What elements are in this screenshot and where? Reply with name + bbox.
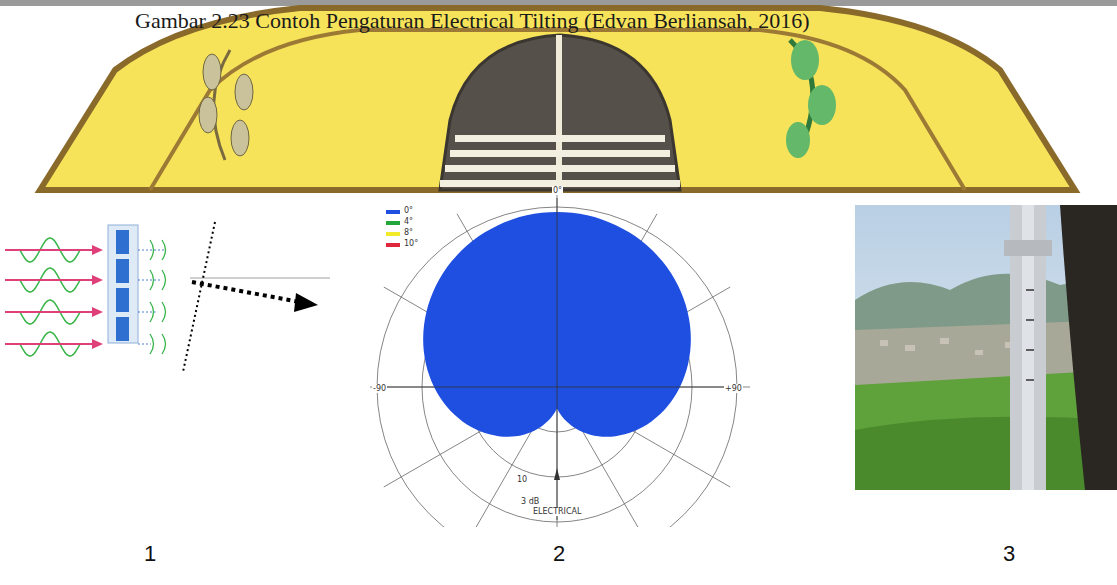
legend-swatch: [386, 232, 400, 236]
scale-label: 3 dB: [520, 497, 540, 506]
legend-swatch: [386, 210, 400, 214]
axis-line: [375, 387, 740, 388]
angle-label: 0°: [552, 186, 563, 195]
antenna-array-figure: [5, 222, 330, 372]
callout-number: 2: [553, 541, 565, 567]
mast-photo: [855, 205, 1117, 490]
callout-number: 1: [144, 541, 156, 567]
legend-swatch: [386, 221, 400, 225]
callout-number: 3: [1003, 541, 1015, 567]
angle-label: +90: [724, 384, 743, 393]
arrow-mark: [554, 468, 560, 480]
polar-grid: [370, 192, 750, 527]
angle-label: -90: [372, 384, 387, 393]
figure-caption: Gambar 2.23 Contoh Pengaturan Electrical…: [135, 8, 810, 34]
legend-text: 8°: [404, 228, 413, 237]
legend-text: 10°: [404, 239, 418, 248]
polar-title: ELECTRICAL: [532, 507, 582, 516]
scale-label: 10: [516, 475, 528, 484]
legend-text: 0°: [404, 206, 413, 215]
legend-text: 4°: [404, 217, 413, 226]
watermark-logo: [0, 0, 1117, 190]
legend-swatch: [386, 243, 400, 247]
